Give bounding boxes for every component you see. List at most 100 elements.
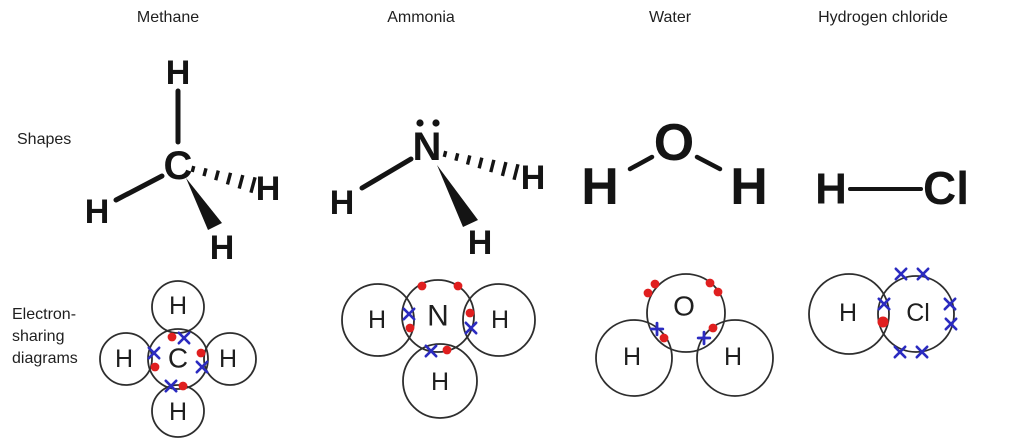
ammonia-hash-mark — [500, 161, 508, 177]
water-atom-label-O: O — [654, 114, 694, 172]
hydrogen-chloride-electron-cross — [893, 345, 907, 359]
methane-hash-mark — [237, 174, 245, 190]
water-electron-dot — [708, 323, 718, 333]
water-electron-dot — [659, 333, 669, 343]
row-label-electron-sharing-diagrams: Electron- sharing diagrams — [12, 304, 78, 370]
water-orbit-label-H: H — [724, 343, 742, 371]
hydrogen-chloride-electron-diagram: H Cl — [808, 267, 958, 359]
ammonia-orbit-label-H: H — [368, 306, 386, 334]
ammonia-electron-cross — [464, 321, 478, 335]
hydrogen-chloride-electron-dot — [877, 316, 889, 328]
methane-orbit-circle-H — [151, 384, 205, 438]
water-electron-dot — [643, 288, 653, 298]
ammonia-atom-label-N: N — [413, 125, 442, 169]
methane-orbit-label-H: H — [169, 292, 187, 320]
water-shape: HOH — [581, 114, 768, 216]
ammonia-electron-diagram: N H H H — [341, 279, 536, 419]
ammonia-orbit-label-N: N — [427, 300, 449, 333]
cross-stroke — [915, 345, 929, 359]
methane-atom-label-H: H — [210, 229, 235, 267]
hydrogen-chloride-electron-cross — [916, 267, 930, 281]
hydrogen-chloride-orbit-circle-Cl — [877, 275, 955, 353]
methane-orbit-label-H: H — [115, 345, 133, 373]
ammonia-hash-mark — [454, 152, 460, 162]
methane-bond-line — [113, 173, 165, 203]
ammonia-electron-dot — [442, 345, 452, 355]
water-orbit-circle-H — [696, 319, 774, 397]
ammonia-lone-pair-dot — [416, 119, 424, 127]
ammonia-atom-label-H: H — [468, 224, 493, 262]
cross-stroke — [893, 345, 907, 359]
methane-orbit-label-H: H — [169, 398, 187, 426]
ammonia-atom-label-H: H — [521, 159, 546, 197]
methane-hash-mark — [214, 170, 220, 181]
ammonia-orbit-circle-H — [462, 283, 536, 357]
column-header-hydrogen-chloride: Hydrogen chloride — [818, 9, 948, 26]
water-orbit-circle-H — [595, 319, 673, 397]
ammonia-electron-cross — [402, 307, 416, 321]
water-orbit-circle-O — [646, 273, 726, 353]
methane-hash-mark — [225, 172, 233, 185]
column-header-water: Water — [648, 9, 692, 26]
methane-atom-label-H: H — [85, 193, 110, 231]
cross-stroke — [177, 331, 191, 345]
hydrogen-chloride-orbit-label-H: H — [839, 299, 857, 327]
water-electron-diagram: O H H — [595, 273, 774, 397]
hydrogen-chloride-electron-cross — [894, 267, 908, 281]
methane-atom-label-C: C — [164, 144, 193, 188]
methane-hashed-bond — [190, 165, 257, 194]
hydrogen-chloride-atom-label-H: H — [815, 165, 847, 214]
ammonia-lone-pair-dot — [432, 119, 440, 127]
ammonia-bond-line — [359, 156, 414, 191]
hydrogen-chloride-electron-cross — [944, 317, 958, 331]
methane-atom-label-H: H — [256, 170, 281, 208]
methane-hash-mark — [249, 176, 257, 194]
methane-electron-cross — [177, 331, 191, 345]
ammonia-atom-label-H: H — [330, 184, 355, 222]
hydrogen-chloride-orbit-label-Cl: Cl — [906, 299, 930, 327]
hydrogen-chloride-shape: H Cl — [815, 162, 969, 214]
methane-wedge-bond — [186, 178, 222, 230]
hydrogen-chloride-electron-cross — [943, 297, 957, 311]
ammonia-electron-dot — [465, 308, 475, 318]
methane-electron-dot — [167, 332, 177, 342]
methane-orbit-circle-H — [99, 332, 153, 386]
row-label-shapes: Shapes — [17, 131, 72, 148]
ammonia-hash-mark — [442, 150, 448, 158]
ammonia-hash-mark — [465, 155, 472, 165]
hydrogen-chloride-orbit-circle-H — [808, 273, 890, 355]
ammonia-orbit-label-H: H — [431, 368, 449, 396]
row-label-line-3: diagrams — [12, 350, 78, 367]
ammonia-electron-dot — [417, 281, 427, 291]
cross-stroke — [424, 344, 438, 358]
water-bond-line — [627, 154, 655, 172]
column-header-methane: Methane — [136, 9, 200, 26]
methane-electron-cross — [147, 346, 161, 360]
water-orbit-label-O: O — [673, 291, 695, 322]
water-electron-plus — [696, 330, 712, 346]
water-electron-dot — [650, 279, 660, 289]
cross-stroke — [877, 297, 891, 311]
hydrogen-chloride-atom-label-Cl: Cl — [923, 162, 969, 214]
cross-stroke — [402, 307, 416, 321]
ammonia-electron-dot — [453, 281, 463, 291]
methane-orbit-label-H: H — [219, 345, 237, 373]
cross-stroke — [464, 321, 478, 335]
cross-stroke — [916, 267, 930, 281]
cross-stroke — [147, 346, 161, 360]
water-orbit-label-H: H — [623, 343, 641, 371]
methane-electron-cross — [164, 379, 178, 393]
cross-stroke — [944, 317, 958, 331]
methane-electron-dot — [196, 348, 206, 358]
cross-stroke — [894, 267, 908, 281]
ammonia-wedge-bond — [437, 165, 478, 227]
ammonia-orbit-label-H: H — [491, 306, 509, 334]
column-header-ammonia: Ammonia — [387, 9, 455, 26]
methane-electron-cross — [195, 360, 209, 374]
water-atom-label-H: H — [581, 158, 619, 216]
